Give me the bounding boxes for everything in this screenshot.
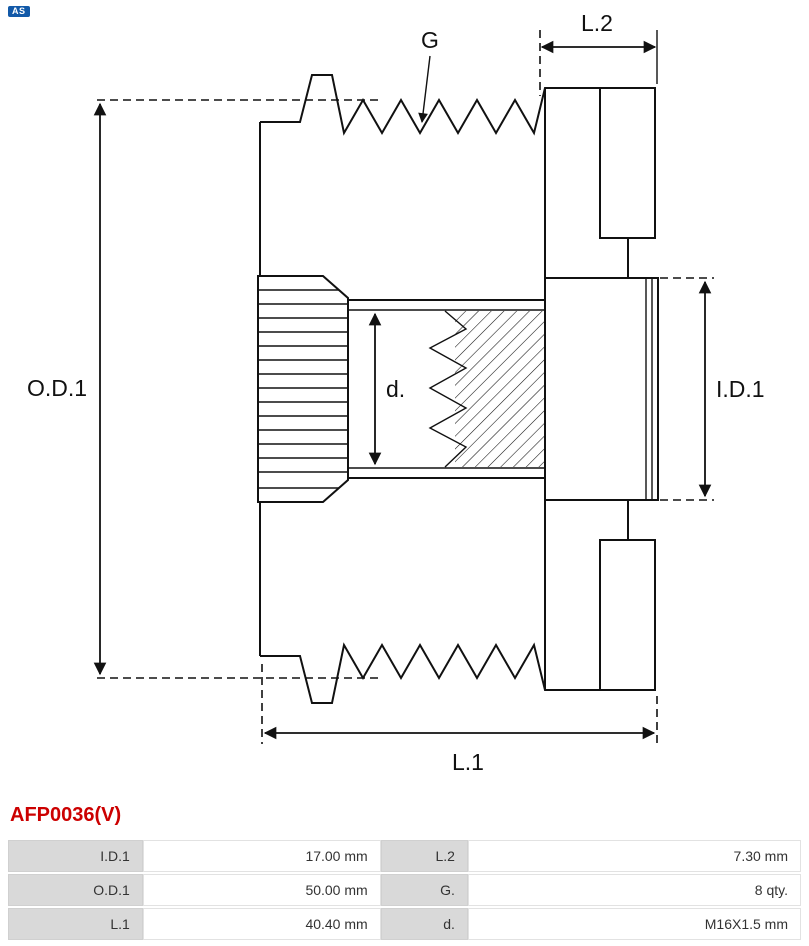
thread-hatch <box>455 311 544 467</box>
spec-row: L.1 40.40 mm d. M16X1.5 mm <box>8 908 801 940</box>
dim-label-d: d. <box>386 376 405 402</box>
dimension-l2: L.2 <box>539 10 658 96</box>
spec-row: I.D.1 17.00 mm L.2 7.30 mm <box>8 840 801 872</box>
part-number-link[interactable]: AFP0036(V) <box>10 804 122 826</box>
dim-label-g: G <box>421 27 439 53</box>
dim-label-od1: O.D.1 <box>27 375 87 401</box>
dimension-od1: O.D.1 <box>27 99 378 679</box>
spec-value-id1: 17.00 mm <box>142 840 381 872</box>
spec-label-id1: I.D.1 <box>8 840 143 872</box>
spec-value-d: M16X1.5 mm <box>467 908 801 940</box>
spec-label-d: d. <box>380 908 468 940</box>
dim-label-id1: I.D.1 <box>716 376 765 402</box>
pulley-outline <box>259 74 659 704</box>
pulley-cross-section-svg: d. O.D.1 I.D.1 L.2 <box>27 10 765 775</box>
threaded-bore-section <box>348 299 545 479</box>
technical-drawing: d. O.D.1 I.D.1 L.2 <box>27 10 765 775</box>
spec-value-g: 8 qty. <box>467 874 801 906</box>
dim-label-l1: L.1 <box>452 749 484 775</box>
knurl-section <box>257 275 349 503</box>
spec-label-g: G. <box>380 874 468 906</box>
dimension-g: G <box>418 27 439 123</box>
brand-logo[interactable]: AS <box>8 2 30 18</box>
spec-row: O.D.1 50.00 mm G. 8 qty. <box>8 874 801 906</box>
dimension-l1: L.1 <box>261 664 658 775</box>
brand-logo-text: AS <box>8 6 30 17</box>
spec-table: I.D.1 17.00 mm L.2 7.30 mm O.D.1 50.00 m… <box>8 838 801 942</box>
spec-label-l2: L.2 <box>380 840 468 872</box>
spec-value-od1: 50.00 mm <box>142 874 381 906</box>
spec-value-l1: 40.40 mm <box>142 908 381 940</box>
thread-break-zigzag <box>428 310 468 468</box>
spec-table-wrap: I.D.1 17.00 mm L.2 7.30 mm O.D.1 50.00 m… <box>8 838 801 942</box>
dimension-d: d. <box>368 312 405 466</box>
dim-label-l2: L.2 <box>581 10 613 36</box>
spec-value-l2: 7.30 mm <box>467 840 801 872</box>
spec-label-od1: O.D.1 <box>8 874 143 906</box>
spec-label-l1: L.1 <box>8 908 143 940</box>
dimension-id1: I.D.1 <box>660 277 765 501</box>
